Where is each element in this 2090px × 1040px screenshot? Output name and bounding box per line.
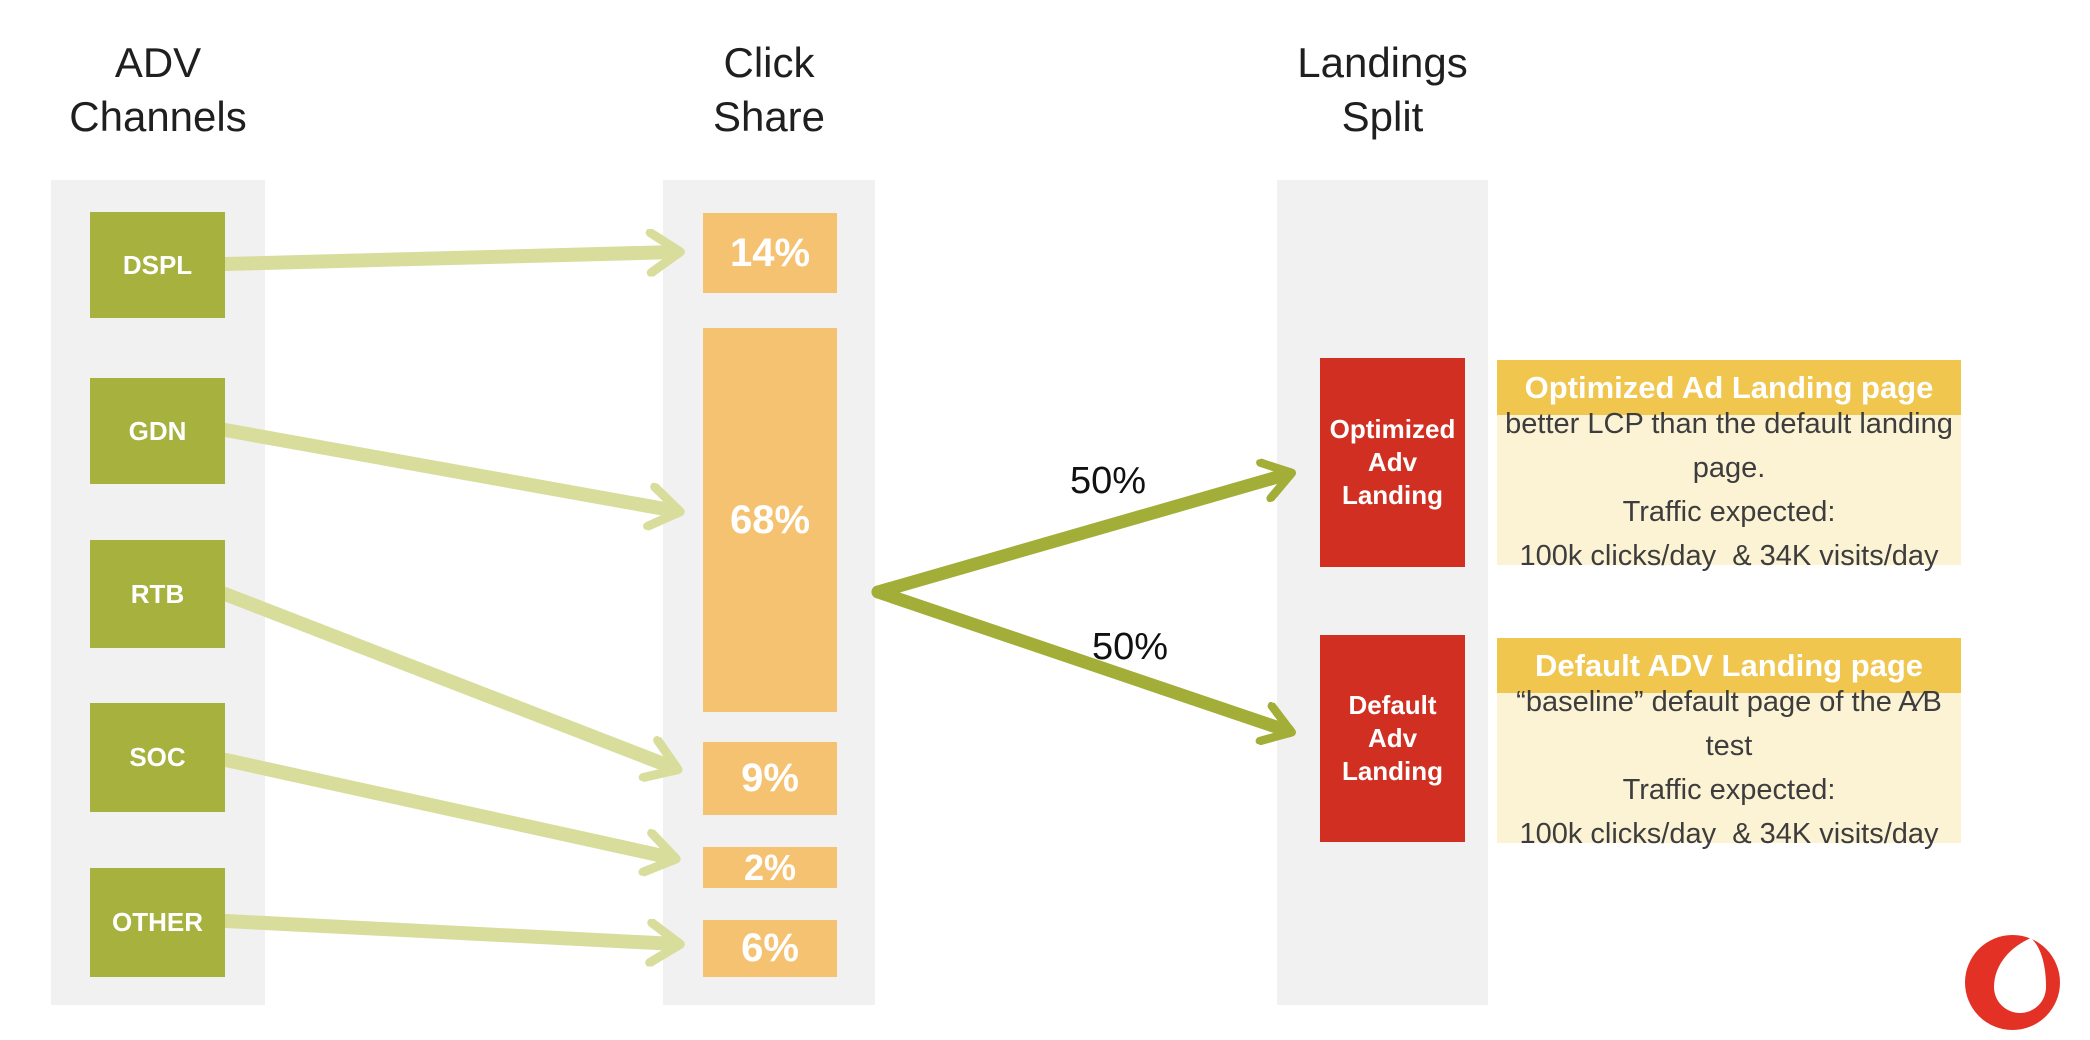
click-share-box-9: 9% <box>703 742 837 815</box>
channel-box-gdn: GDN <box>90 378 225 484</box>
optimized-card-line-3: 100k clicks/day & 34K visits/day <box>1519 540 1939 572</box>
adv-channels-header: ADV Channels <box>69 39 247 140</box>
default-card-line-3: 100k clicks/day & 34K visits/day <box>1519 818 1939 850</box>
optimized-card-line-1: better LCP than the default landing page… <box>1505 408 1961 484</box>
landings-split-header: Landings Split <box>1297 39 1468 140</box>
optimized-card-body: better LCP than the default landing page… <box>1497 408 1961 572</box>
arrow-split-to-optimized <box>871 474 1288 599</box>
default-card-line-1: “baseline” default page of the A⁄B test <box>1516 686 1950 762</box>
optimized-landing-card: Optimized Ad Landing page better LCP tha… <box>1497 360 1961 572</box>
vodafone-logo-icon <box>1965 935 2060 1030</box>
click-share-box-2: 2% <box>703 847 837 888</box>
channel-box-soc: SOC <box>90 703 225 812</box>
channel-box-dspl: DSPL <box>90 212 225 318</box>
arrow-dspl-to-14 <box>218 252 676 264</box>
default-card-line-2: Traffic expected: <box>1622 774 1836 806</box>
click-share-header: Click Share <box>712 39 826 140</box>
split-label-top: 50% <box>1069 460 1147 502</box>
split-label-bottom: 50% <box>1091 626 1169 668</box>
landing-box-optimized: Optimized Adv Landing <box>1320 358 1465 567</box>
default-card-title: Default ADV Landing page <box>1497 638 1961 693</box>
arrow-soc-to-2 <box>219 753 672 858</box>
optimized-card-title: Optimized Ad Landing page <box>1497 360 1961 415</box>
click-share-box-14: 14% <box>703 213 837 293</box>
landing-box-default: Default Adv Landing <box>1320 635 1465 842</box>
channel-box-other: OTHER <box>90 868 225 977</box>
click-share-box-68: 68% <box>703 328 837 712</box>
optimized-card-line-2: Traffic expected: <box>1622 496 1836 528</box>
arrow-split-to-default <box>871 585 1288 731</box>
channel-box-rtb: RTB <box>90 540 225 648</box>
click-share-box-6: 6% <box>703 920 837 977</box>
arrow-rtb-to-9 <box>218 587 674 768</box>
default-card-body: “baseline” default page of the A⁄B test … <box>1497 686 1961 850</box>
arrow-other-to-6 <box>219 914 676 944</box>
landings-split-column <box>1277 180 1488 1005</box>
default-landing-card: Default ADV Landing page “baseline” defa… <box>1497 638 1961 850</box>
arrow-gdn-to-68 <box>218 423 676 511</box>
